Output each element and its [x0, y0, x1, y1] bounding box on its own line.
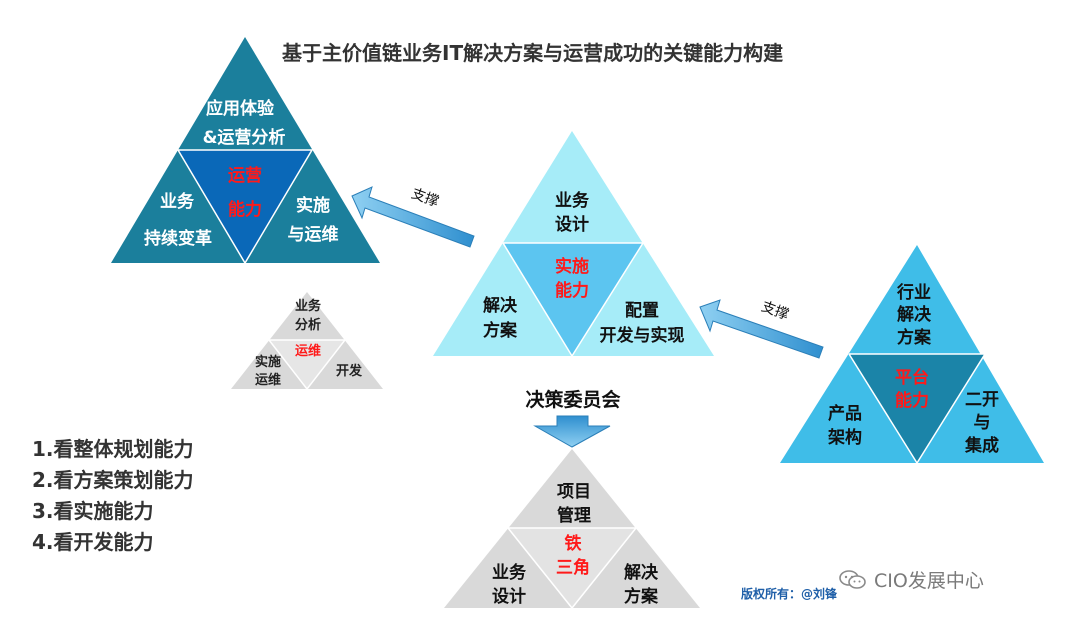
operation-triangle: 应用体验 &运营分析 运营 能力 业务 持续变革 实施 与运维 — [111, 37, 380, 265]
iron-top-line1: 项目 — [557, 482, 591, 502]
list-item: 1.看整体规划能力 — [32, 437, 194, 461]
platform-center — [849, 354, 985, 463]
iron-triangle: 项目 管理 铁 三角 业务 设计 解决 方案 — [444, 449, 700, 610]
iron-left-line2: 设计 — [492, 586, 526, 607]
iron-left-line1: 业务 — [492, 562, 527, 583]
operation-left-line1: 业务 — [160, 191, 195, 212]
implementation-triangle: 业务 设计 实施 能力 解决 方案 配置 开发与实现 — [433, 131, 714, 358]
platform-top-line2: 解决 — [897, 304, 932, 325]
small-center — [269, 340, 345, 389]
small-left-line2: 运维 — [255, 372, 281, 388]
implementation-top-line1: 业务 — [555, 190, 590, 211]
implementation-center — [503, 243, 643, 356]
implementation-right-line1: 配置 — [625, 301, 659, 321]
platform-right-line1: 二开 — [965, 390, 999, 410]
small-right-label: 开发 — [336, 363, 363, 379]
iron-top-line2: 管理 — [557, 505, 591, 526]
operation-top-line2: &运营分析 — [203, 127, 286, 148]
small-left-line1: 实施 — [255, 354, 281, 370]
platform-right-line2: 与 — [974, 413, 991, 433]
platform-center-line2: 能力 — [895, 390, 929, 411]
wechat-icon — [839, 569, 866, 589]
platform-top-line3: 方案 — [897, 327, 932, 348]
iron-center-line1: 铁 — [565, 533, 582, 554]
implementation-left-line2: 方案 — [483, 320, 518, 341]
operation-center — [178, 150, 312, 263]
iron-center — [508, 528, 636, 608]
evaluation-list: 1.看整体规划能力 2.看方案策划能力 3.看实施能力 4.看开发能力 — [32, 434, 194, 558]
platform-center-line1: 平台 — [895, 367, 929, 388]
platform-triangle: 行业 解决 方案 平台 能力 产品 架构 二开 与 集成 — [780, 245, 1044, 465]
small-top-line2: 分析 — [295, 317, 321, 333]
implementation-center-line1: 实施 — [555, 256, 589, 277]
watermark: CIO发展中心 — [838, 566, 984, 593]
implementation-right-line2: 开发与实现 — [600, 325, 685, 346]
operation-right-line2: 与运维 — [288, 224, 339, 245]
support-arrow-2-shape — [699, 299, 824, 359]
committee-label: 决策委员会 — [525, 388, 620, 411]
small-center-label: 运维 — [295, 343, 321, 359]
small-top-line1: 业务 — [295, 298, 322, 314]
implementation-left-line1: 解决 — [483, 295, 518, 316]
operation-left-line2: 持续变革 — [144, 228, 212, 249]
operation-center-line1: 运营 — [228, 165, 262, 186]
list-item: 4.看开发能力 — [32, 530, 154, 554]
iron-right-line1: 解决 — [624, 562, 659, 583]
page-title: 基于主价值链业务IT解决方案与运营成功的关键能力构建 — [282, 41, 784, 65]
watermark-label: CIO发展中心 — [874, 570, 984, 592]
iron-center-line2: 三角 — [556, 557, 590, 578]
list-item: 2.看方案策划能力 — [32, 468, 194, 492]
operation-center-line2: 能力 — [228, 199, 262, 220]
operation-right-line1: 实施 — [296, 195, 330, 216]
operation-top-line1: 应用体验 — [206, 98, 275, 119]
iron-right-line2: 方案 — [624, 586, 659, 607]
copyright: 版权所有：@刘锋 — [741, 587, 838, 601]
support-arrow-1-shape — [351, 186, 475, 248]
list-item: 3.看实施能力 — [32, 499, 154, 523]
implementation-center-line2: 能力 — [555, 280, 589, 301]
support-arrow-1: 支撑 — [351, 186, 475, 248]
support-label-2: 支撑 — [759, 299, 791, 324]
platform-left-line2: 架构 — [828, 427, 862, 448]
down-arrow — [533, 415, 611, 448]
support-label-1: 支撑 — [409, 186, 441, 211]
implementation-top-line2: 设计 — [555, 214, 589, 235]
platform-left-line1: 产品 — [828, 403, 862, 424]
platform-right-line3: 集成 — [964, 435, 999, 456]
support-arrow-2: 支撑 — [699, 299, 824, 359]
platform-top-line1: 行业 — [896, 282, 931, 303]
small-triangle: 业务 分析 运维 实施 运维 开发 — [231, 292, 383, 391]
